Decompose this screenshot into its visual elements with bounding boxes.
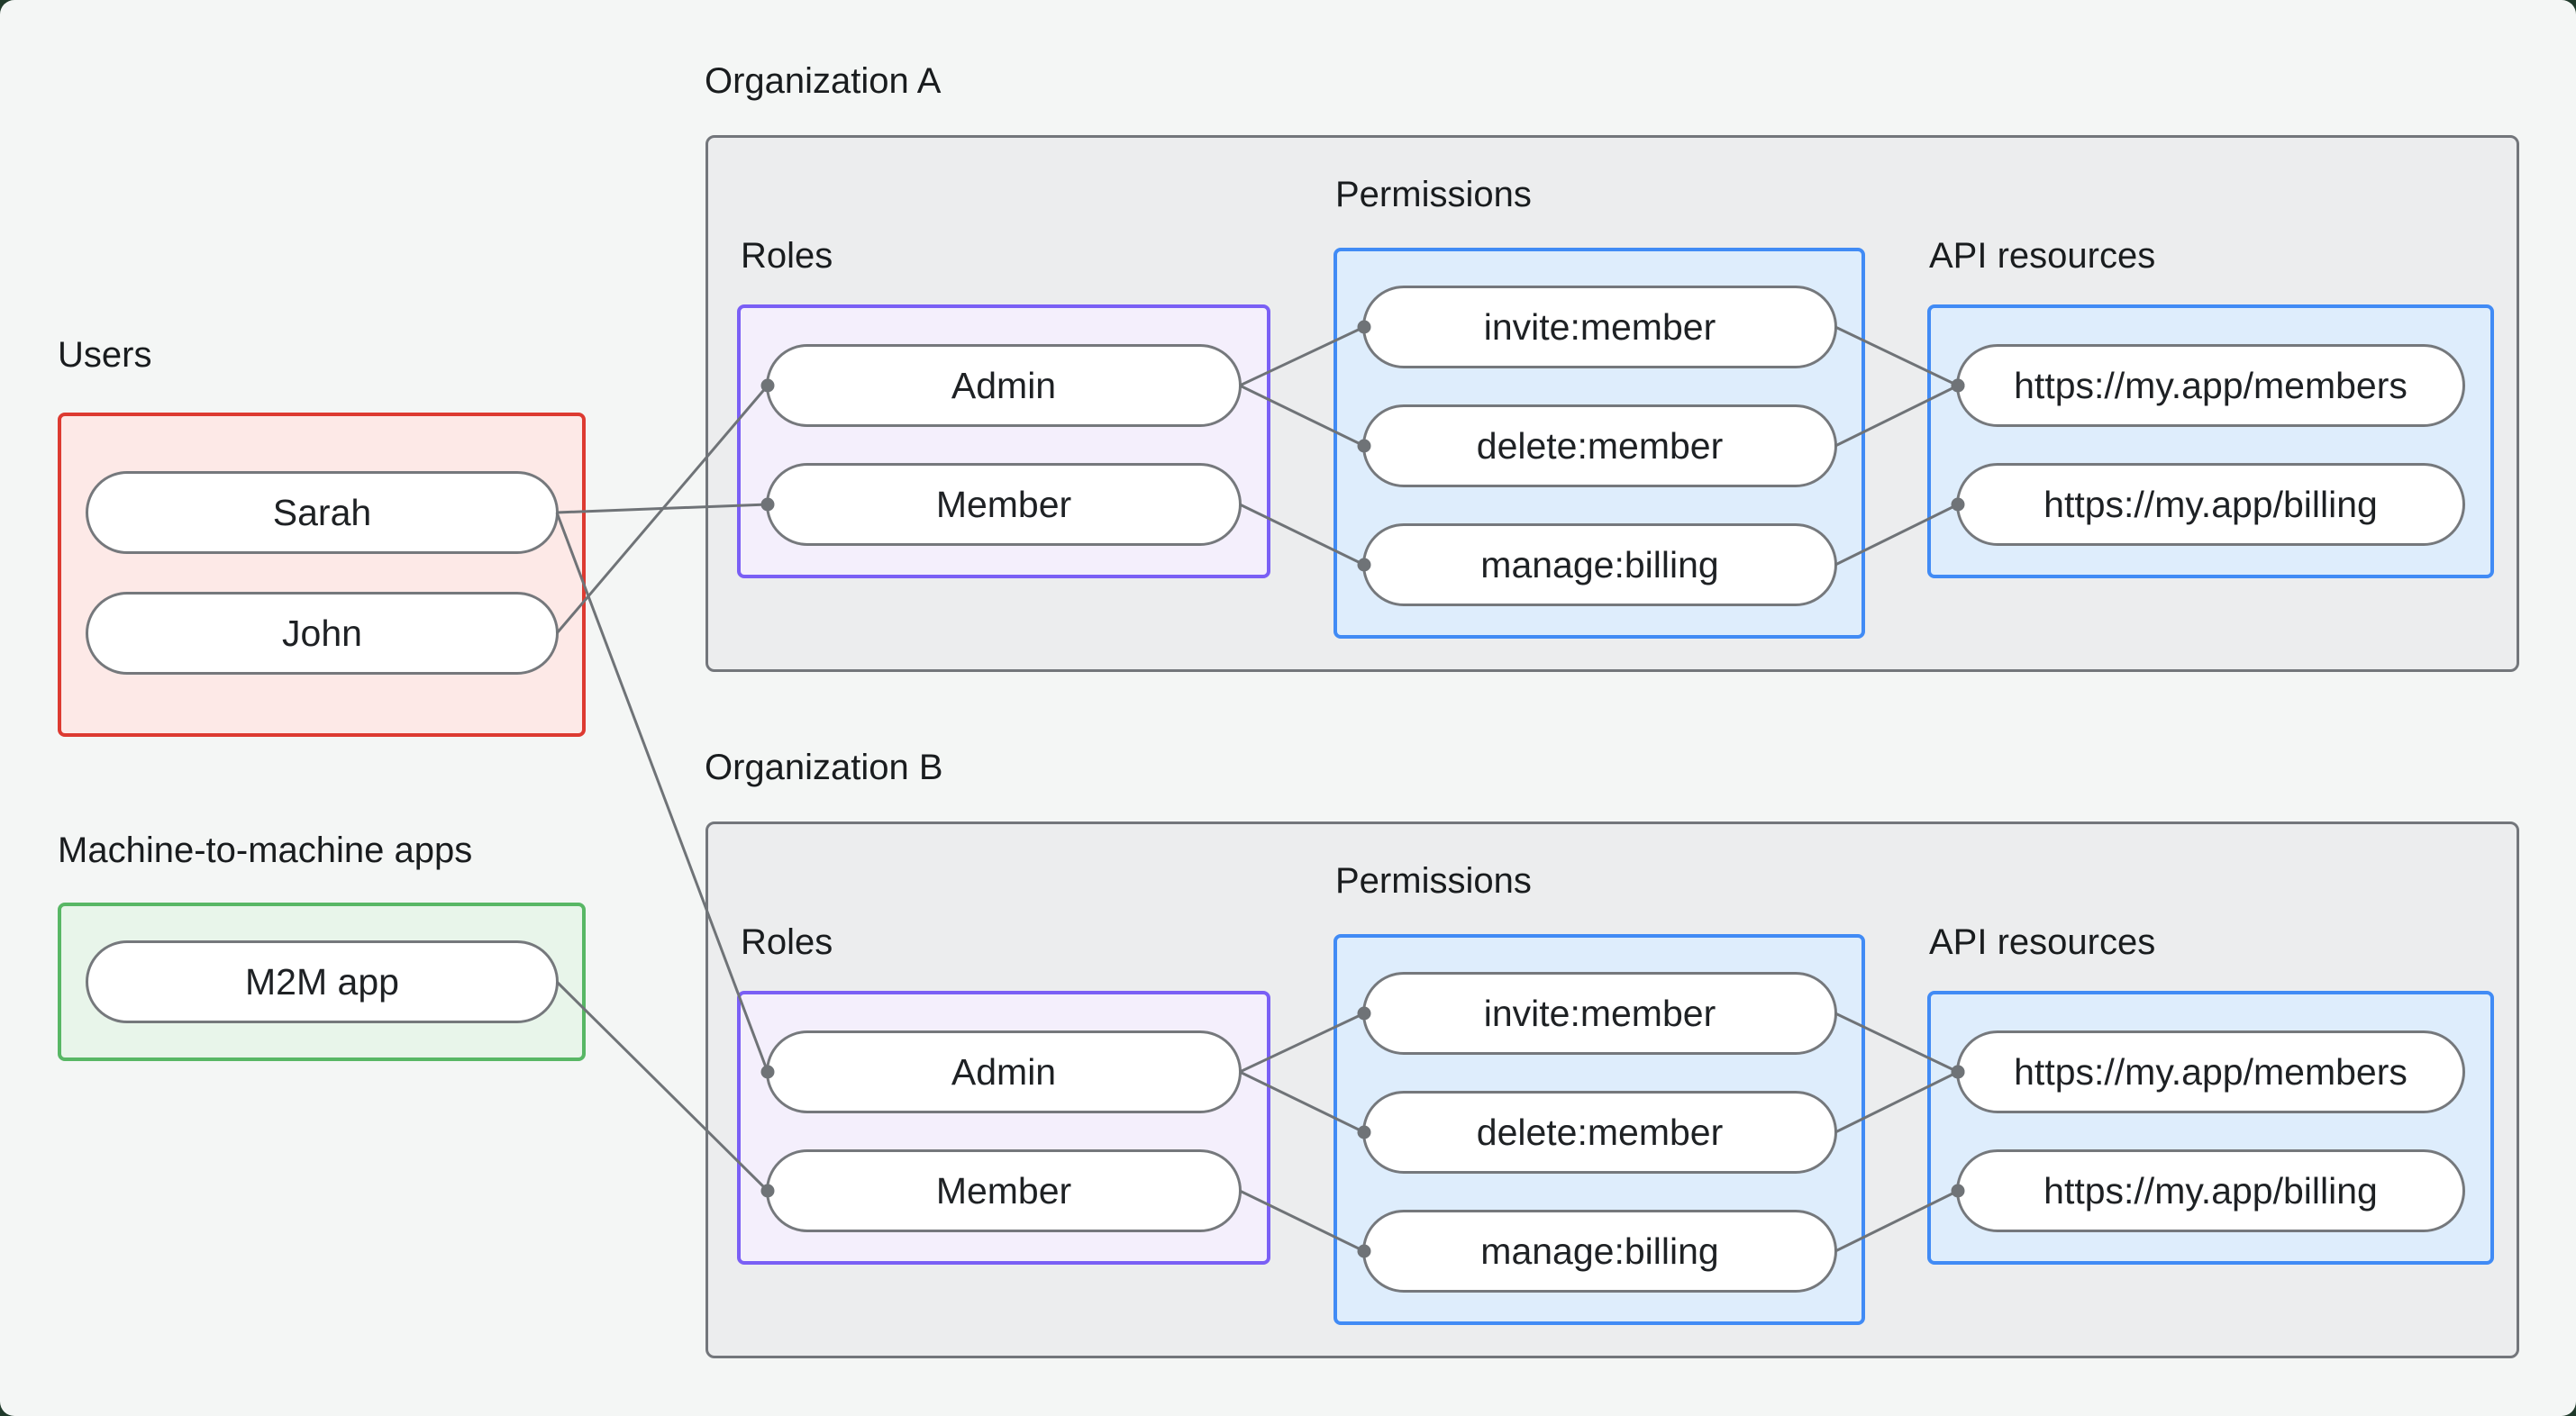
node-org-b-manage-billing: manage:billing (1362, 1210, 1837, 1293)
org-b-title: Organization B (705, 748, 943, 787)
node-org-b-member: Member (766, 1149, 1242, 1232)
m2m-group-title: Machine-to-machine apps (58, 831, 473, 870)
users-group-box (58, 413, 586, 737)
node-org-a-member: Member (766, 463, 1242, 546)
node-org-b-invite-member: invite:member (1362, 972, 1837, 1055)
node-org-b-admin: Admin (766, 1030, 1242, 1113)
node-org-b-members-url: https://my.app/members (1956, 1030, 2465, 1113)
node-org-a-billing-url: https://my.app/billing (1956, 463, 2465, 546)
org-b-permissions-title: Permissions (1335, 861, 1532, 901)
org-a-roles-title: Roles (741, 236, 833, 276)
node-org-b-billing-url: https://my.app/billing (1956, 1149, 2465, 1232)
node-org-a-members-url: https://my.app/members (1956, 344, 2465, 427)
org-a-permissions-title: Permissions (1335, 175, 1532, 214)
node-org-a-manage-billing: manage:billing (1362, 523, 1837, 606)
org-a-title: Organization A (705, 61, 942, 101)
node-org-a-admin: Admin (766, 344, 1242, 427)
node-org-a-delete-member: delete:member (1362, 404, 1837, 487)
users-group-title: Users (58, 335, 152, 375)
node-user-sarah: Sarah (86, 471, 559, 554)
org-b-roles-title: Roles (741, 922, 833, 962)
node-org-b-delete-member: delete:member (1362, 1091, 1837, 1174)
node-user-john: John (86, 592, 559, 675)
org-a-api-title: API resources (1929, 236, 2156, 276)
node-org-a-invite-member: invite:member (1362, 286, 1837, 368)
node-m2m-app: M2M app (86, 940, 559, 1023)
org-b-api-title: API resources (1929, 922, 2156, 962)
